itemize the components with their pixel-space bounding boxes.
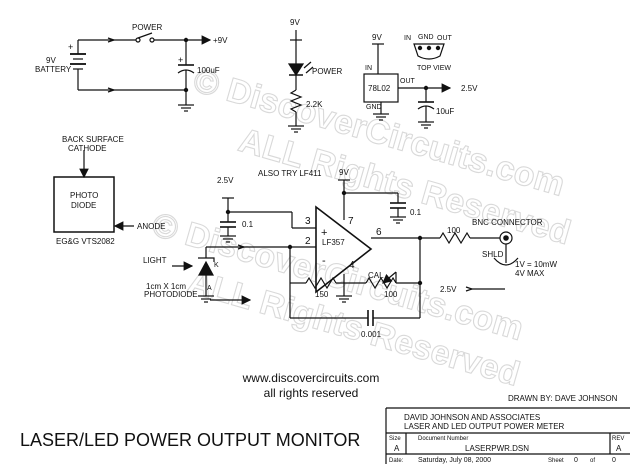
ref-voltage-label: 2.5V bbox=[217, 176, 234, 185]
opamp-supply-label: 9V bbox=[339, 168, 349, 177]
size-label: Size bbox=[389, 436, 401, 442]
reg-in-label: IN bbox=[365, 65, 372, 72]
description: LASER AND LED OUTPUT POWER METER bbox=[404, 422, 565, 431]
diode-label: DIODE bbox=[71, 201, 96, 210]
date-label: Date: bbox=[389, 458, 404, 464]
light-label: LIGHT bbox=[143, 256, 167, 265]
labels: 9V BATTERY + POWER +9V 100uF + 9V POWER … bbox=[35, 18, 557, 339]
docnum-label: Document Number bbox=[418, 436, 468, 442]
power-led-circuit bbox=[287, 30, 314, 133]
photodiode-detail bbox=[53, 150, 134, 233]
page-title: LASER/LED POWER OUTPUT MONITOR bbox=[20, 430, 360, 450]
reg-out-voltage: 2.5V bbox=[461, 84, 478, 93]
shld-voltage-label: 2.5V bbox=[440, 285, 457, 294]
wiring bbox=[53, 30, 630, 464]
opamp-part: LF357 bbox=[322, 238, 345, 247]
r-out-label: 100 bbox=[447, 226, 461, 235]
topview-gnd: GND bbox=[418, 34, 434, 41]
battery-plus: + bbox=[68, 42, 73, 52]
r-fixed-label: 150 bbox=[315, 290, 329, 299]
reg-gnd-label: GND bbox=[366, 104, 382, 111]
battery-voltage: 9V bbox=[46, 56, 56, 65]
bypass-cap-label: 0.1 bbox=[410, 208, 422, 217]
opamp-circuit bbox=[172, 179, 519, 326]
cap-100uf-plus: + bbox=[178, 55, 183, 65]
cathode-label: CATHODE bbox=[68, 144, 107, 153]
plus9v-label: +9V bbox=[213, 36, 228, 45]
photodiode-part: EG&G VTS2082 bbox=[56, 237, 115, 246]
topview-out: OUT bbox=[437, 35, 453, 42]
company-name: DAVID JOHNSON AND ASSOCIATES bbox=[404, 413, 540, 422]
sheet-label: Sheet bbox=[548, 458, 564, 464]
rev-label: REV bbox=[612, 436, 624, 442]
photo-label: PHOTO bbox=[70, 191, 98, 200]
anode-label: ANODE bbox=[137, 222, 165, 231]
pin-3-label: 3 bbox=[305, 216, 311, 227]
opamp-plus: + bbox=[321, 227, 327, 239]
pin-4-label: 4 bbox=[349, 260, 355, 271]
website-url: www.discovercircuits.com bbox=[242, 371, 380, 385]
title-block bbox=[385, 407, 630, 464]
reg-cap-label: 10uF bbox=[436, 107, 454, 116]
topview-in: IN bbox=[404, 35, 411, 42]
pin-6-label: 6 bbox=[376, 227, 382, 238]
sheet-number: 0 bbox=[574, 457, 578, 464]
opamp-minus: - bbox=[322, 255, 326, 267]
rev-value: A bbox=[616, 444, 622, 453]
scale-label: 1V = 10mW bbox=[515, 260, 557, 269]
cap-fb-label: 0.001 bbox=[361, 330, 382, 339]
also-try-label: ALSO TRY LF411 bbox=[258, 169, 322, 178]
cal-label: CAL bbox=[368, 271, 384, 280]
reg-out-label: OUT bbox=[400, 78, 416, 85]
power-switch-label: POWER bbox=[132, 23, 162, 32]
led-resistor-label: 2.2K bbox=[306, 100, 323, 109]
pin-2-label: 2 bbox=[305, 236, 311, 247]
cap-100uf-label: 100uF bbox=[197, 66, 220, 75]
size-value: A bbox=[394, 444, 400, 453]
battery-circuit bbox=[70, 32, 212, 112]
vmax-label: 4V MAX bbox=[515, 269, 545, 278]
website-rights: all rights reserved bbox=[264, 386, 359, 400]
ref-cap-label: 0.1 bbox=[242, 220, 254, 229]
reg-supply-label: 9V bbox=[372, 33, 382, 42]
topview-label: TOP VIEW bbox=[417, 65, 451, 72]
bnc-label: BNC CONNECTOR bbox=[472, 218, 543, 227]
photodiode-size: 1cm X 1cm bbox=[146, 282, 186, 291]
back-surface-label: BACK SURFACE bbox=[62, 135, 124, 144]
photodiode-k: K bbox=[214, 262, 219, 269]
title-block-text: DAVID JOHNSON AND ASSOCIATES LASER AND L… bbox=[389, 413, 624, 464]
sheet-total: 0 bbox=[612, 457, 616, 464]
pin-7-label: 7 bbox=[348, 216, 354, 227]
photodiode-label: PHOTODIODE bbox=[144, 290, 198, 299]
date-value: Saturday, July 08, 2000 bbox=[418, 457, 491, 464]
r-cal-label: 100 bbox=[384, 290, 398, 299]
regulator-circuit bbox=[363, 43, 452, 129]
drawn-by: DRAWN BY: DAVE JOHNSON bbox=[508, 394, 618, 403]
reg-part-label: 78L02 bbox=[368, 84, 391, 93]
battery-label: BATTERY bbox=[35, 65, 72, 74]
led-power-label: POWER bbox=[312, 67, 342, 76]
sheet-of: of bbox=[590, 458, 595, 464]
shld-label: SHLD bbox=[482, 250, 504, 259]
photodiode-a: A bbox=[207, 285, 212, 292]
led-supply-label: 9V bbox=[290, 18, 300, 27]
watermark: © DiscoverCircuits.com ALL Rights Reserv… bbox=[147, 61, 575, 394]
docnum-value: LASERPWR.DSN bbox=[465, 444, 529, 453]
